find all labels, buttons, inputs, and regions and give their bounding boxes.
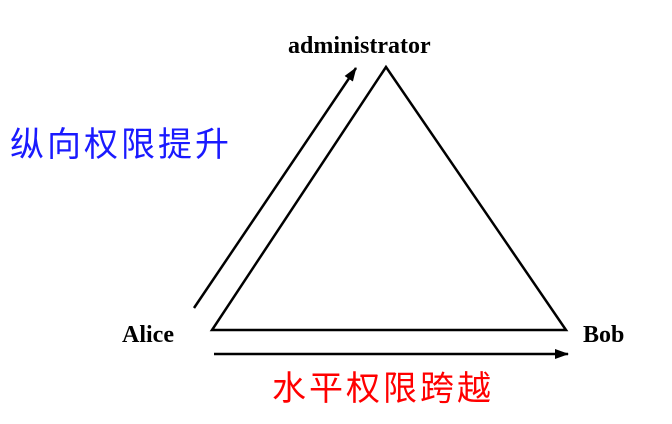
privilege-triangle — [209, 64, 569, 332]
node-alice: Alice — [122, 322, 174, 348]
node-administrator: administrator — [288, 33, 431, 59]
vertical-escalation-label: 纵向权限提升 — [10, 125, 232, 165]
node-bob: Bob — [583, 322, 625, 348]
vertical-escalation-arrow — [192, 67, 358, 309]
horizontal-crossing-label: 水平权限跨越 — [272, 369, 494, 409]
